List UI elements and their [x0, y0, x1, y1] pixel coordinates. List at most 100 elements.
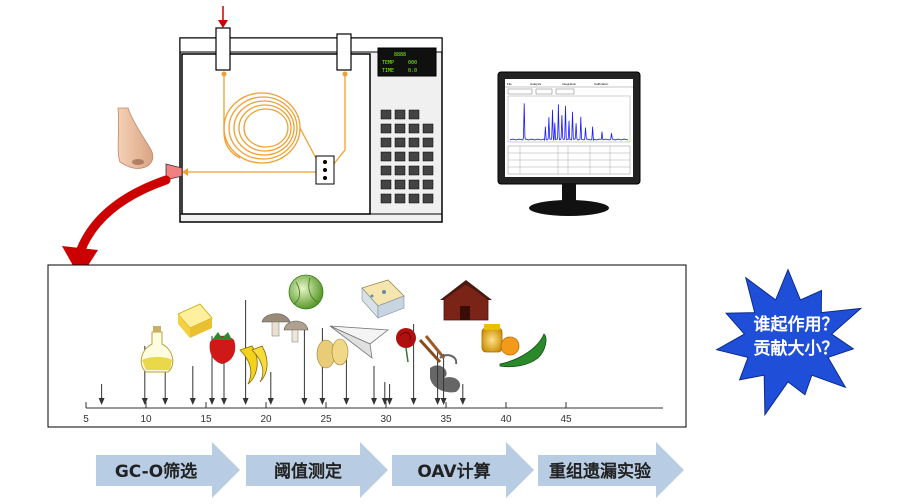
mushrooms-icon [261, 313, 309, 343]
axis-tick-label: 35 [440, 414, 452, 425]
gc-key [380, 109, 392, 120]
gc-key [422, 165, 434, 176]
injector-left [215, 27, 231, 71]
axis-tick-label: 20 [260, 414, 272, 425]
gc-display-line3b: 0.0 [408, 68, 417, 74]
step-gc-o-screening: GC-O筛选 [96, 442, 240, 498]
axis-tick-label: 30 [380, 414, 392, 425]
step-recombination-label: 重组遗漏实验 [549, 461, 652, 482]
rose-icon [396, 328, 416, 363]
time-axis: 5 10 15 20 25 30 35 40 45 [83, 402, 572, 425]
gc-key [422, 123, 434, 134]
elution-marker-head [242, 398, 249, 405]
question-burst: 谁起作用？ 贡献大小？ [715, 268, 863, 417]
gc-key [380, 151, 392, 162]
axis-tick-label: 40 [500, 414, 512, 425]
step-threshold-label: 阈值测定 [274, 461, 342, 482]
chromatogram-trace [509, 103, 629, 142]
gc-display-screen [377, 47, 437, 77]
elution-marker-head [440, 398, 447, 405]
gc-key [380, 193, 392, 204]
monitor-stand [562, 184, 576, 202]
menu-calibration: Calibration [594, 82, 609, 86]
elution-marker-head [141, 398, 148, 405]
step-oav: OAV计算 [392, 442, 534, 498]
elution-marker-head [343, 398, 350, 405]
cabbage-icon [288, 274, 324, 310]
cheese-icon [361, 279, 405, 319]
gc-key [408, 123, 420, 134]
elution-marker-head [221, 398, 227, 405]
elution-marker-head [386, 398, 393, 405]
gc-display-line2a: TEMP [382, 60, 394, 66]
menu-file: File [507, 82, 512, 86]
gc-display-line2b: 000 [408, 60, 417, 66]
strawberry-icon [209, 332, 236, 364]
gc-key [380, 123, 392, 134]
elution-marker-head [162, 398, 169, 405]
elution-marker-head [98, 398, 105, 405]
gc-display-line1: 8888 [394, 52, 406, 58]
butter-icon [177, 303, 213, 338]
monitor-menu-bar: File Analysis Integration Calibration [507, 82, 609, 86]
injector-right [336, 33, 352, 71]
elution-marker-head [267, 398, 274, 405]
gc-key [422, 193, 434, 204]
elution-marker-head [459, 398, 466, 405]
axis-tick-label: 5 [83, 414, 89, 425]
sniff-port-icon [165, 163, 183, 181]
burst-line2: 贡献大小？ [754, 338, 839, 359]
gc-key [408, 109, 420, 120]
odorant-icons [140, 274, 547, 393]
honey-jar-icon [481, 324, 503, 353]
cinnamon-icon [418, 335, 446, 364]
gc-key [380, 137, 392, 148]
gc-top-panel [179, 37, 443, 53]
gc-key [408, 151, 420, 162]
axis-tick-label: 15 [200, 414, 212, 425]
elution-marker-head [209, 398, 215, 405]
barn-icon [440, 280, 492, 321]
potatoes-icon [316, 338, 349, 369]
axis-tick-label: 25 [320, 414, 332, 425]
gc-key [422, 137, 434, 148]
gc-display-line3a: TIME [382, 68, 394, 74]
step-gc-o-screening-label: GC-O筛选 [115, 461, 197, 482]
smoke-icon [430, 354, 461, 393]
bananas-icon [239, 345, 268, 385]
gc-oven [181, 53, 371, 215]
big-red-arrow [62, 175, 171, 278]
elution-marker-head [319, 398, 326, 405]
gc-key [408, 165, 420, 176]
elution-marker-head [189, 398, 196, 405]
gc-key [394, 165, 406, 176]
olive-oil-icon [140, 326, 174, 373]
step-recombination: 重组遗漏实验 [538, 442, 684, 498]
nose-icon [117, 107, 154, 169]
elution-marker-head [301, 398, 308, 405]
elution-marker-head [381, 398, 388, 405]
gc-column-coil [186, 72, 346, 173]
gc-key [380, 179, 392, 190]
elution-marker-head [410, 398, 417, 405]
axis-tick-label: 45 [560, 414, 572, 425]
workflow-steps: GC-O筛选 阈值测定 OAV计算 重组遗漏实验 [96, 442, 684, 498]
menu-analysis: Analysis [530, 82, 542, 86]
gc-key [380, 165, 392, 176]
monitor: File Analysis Integration Calibration [497, 71, 641, 216]
gc-key [394, 109, 406, 120]
gc-key [408, 193, 420, 204]
gc-key [394, 123, 406, 134]
monitor-base [529, 200, 609, 216]
gc-key [394, 179, 406, 190]
elution-marker-head [434, 398, 441, 405]
gc-keypad [380, 109, 434, 204]
step-oav-label: OAV计算 [417, 461, 490, 482]
green-pepper-icon [499, 333, 547, 368]
gc-key [394, 137, 406, 148]
paper-plane-icon [329, 325, 390, 359]
axis-tick-label: 10 [140, 414, 152, 425]
menu-integration: Integration [562, 82, 577, 86]
burst-line1: 谁起作用？ [754, 314, 839, 335]
orange-icon [500, 336, 520, 356]
